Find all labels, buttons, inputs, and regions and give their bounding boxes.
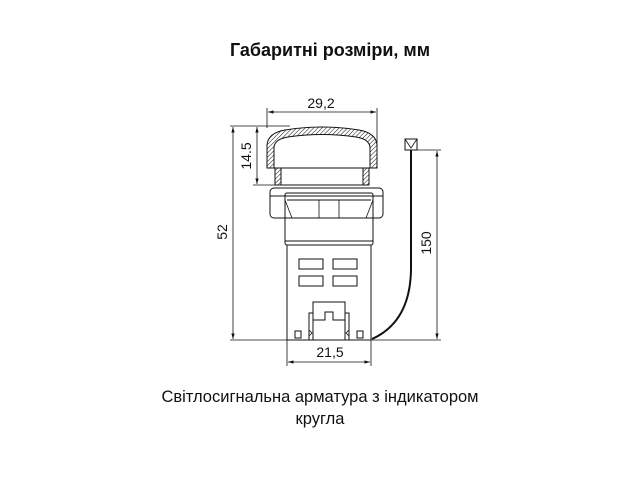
dimension-wire-length: 150 [371, 149, 441, 341]
vent-window [332, 258, 358, 270]
vent-window [298, 258, 324, 270]
dimension-cap-height: 14.5 [230, 125, 290, 186]
caption-line-2: кругла [295, 410, 345, 428]
caption: Світлосигнальна арматура з індикатором к… [0, 386, 640, 430]
dimension-cap-width: 29,2 [266, 95, 378, 145]
total-height-label: 52 [214, 224, 230, 240]
cap-height-label: 14.5 [238, 142, 254, 169]
page-title: Габаритні розміри, мм [229, 40, 431, 60]
vent-window [298, 275, 324, 287]
indicator-cap [266, 126, 378, 186]
caption-line-1: Світлосигнальна арматура з індикатором [161, 388, 479, 406]
cap-width-label: 29,2 [307, 95, 334, 111]
vent-window [332, 275, 358, 287]
body-width-label: 21,5 [316, 344, 343, 360]
wire-length-label: 150 [418, 231, 434, 255]
body-threaded [284, 192, 374, 246]
mounting-nut [269, 187, 384, 219]
dimension-body-width: 21,5 [286, 340, 372, 366]
wire-lead [371, 138, 418, 340]
body-housing [286, 244, 372, 341]
dimension-total-height: 52 [214, 127, 287, 341]
